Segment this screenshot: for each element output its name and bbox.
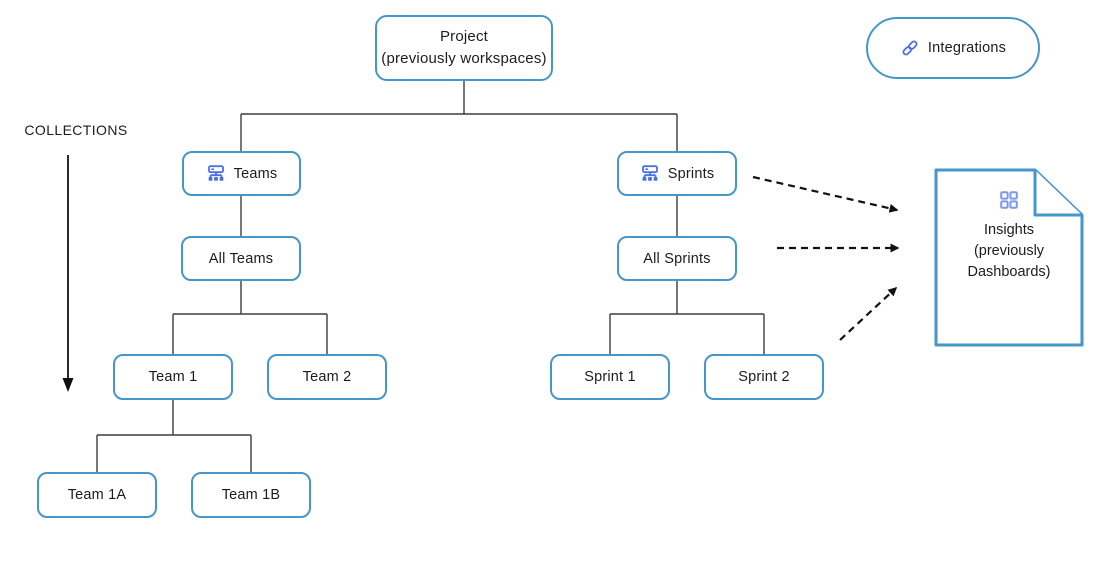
team-1a-label: Team 1A: [67, 487, 127, 503]
sprint-1-label: Sprint 1: [584, 369, 636, 385]
connector-team1-split: [96, 400, 252, 472]
org-chart-icon: [641, 164, 658, 181]
insights-subtitle-line1: (previously: [973, 243, 1045, 260]
node-team-1a: Team 1A: [37, 472, 157, 518]
collections-label: COLLECTIONS: [24, 122, 128, 138]
node-team-2: Team 2: [267, 354, 387, 400]
team-1b-label: Team 1B: [221, 487, 281, 503]
dashed-arrow-sprint2-to-insights: [839, 286, 898, 341]
sprint-2-label: Sprint 2: [738, 369, 790, 385]
node-sprint-1: Sprint 1: [550, 354, 670, 400]
all-teams-label: All Teams: [208, 250, 274, 267]
integrations-label: Integrations: [927, 40, 1007, 56]
teams-label: Teams: [233, 165, 278, 182]
org-chart-icon: [207, 164, 224, 181]
insights-title: Insights: [984, 222, 1034, 238]
project-title: Project: [439, 27, 489, 45]
dashboard-grid-icon: [1000, 191, 1018, 209]
all-sprints-label: All Sprints: [643, 250, 711, 267]
insights-document-fold: [1033, 170, 1082, 217]
team-1-label: Team 1: [148, 369, 198, 385]
node-integrations: Integrations: [866, 17, 1040, 79]
link-icon: [902, 40, 918, 56]
connector-allteams-split: [172, 281, 328, 354]
dashed-arrow-sprints-to-insights: [752, 175, 899, 213]
node-insights: Insights (previously Dashboards): [936, 190, 1082, 282]
project-subtitle: (previously workspaces): [381, 50, 547, 67]
node-all-sprints: All Sprints: [617, 236, 737, 281]
node-teams: Teams: [182, 151, 301, 196]
node-team-1b: Team 1B: [191, 472, 311, 518]
connector-allsprints-split: [609, 281, 765, 354]
node-sprints: Sprints: [617, 151, 737, 196]
insights-subtitle-line2: Dashboards): [967, 264, 1051, 281]
node-all-teams: All Teams: [181, 236, 301, 281]
sprints-label: Sprints: [667, 165, 715, 182]
node-team-1: Team 1: [113, 354, 233, 400]
team-2-label: Team 2: [302, 369, 352, 385]
node-sprint-2: Sprint 2: [704, 354, 824, 400]
node-project: Project (previously workspaces): [375, 15, 553, 81]
collections-arrowhead: [62, 378, 74, 392]
